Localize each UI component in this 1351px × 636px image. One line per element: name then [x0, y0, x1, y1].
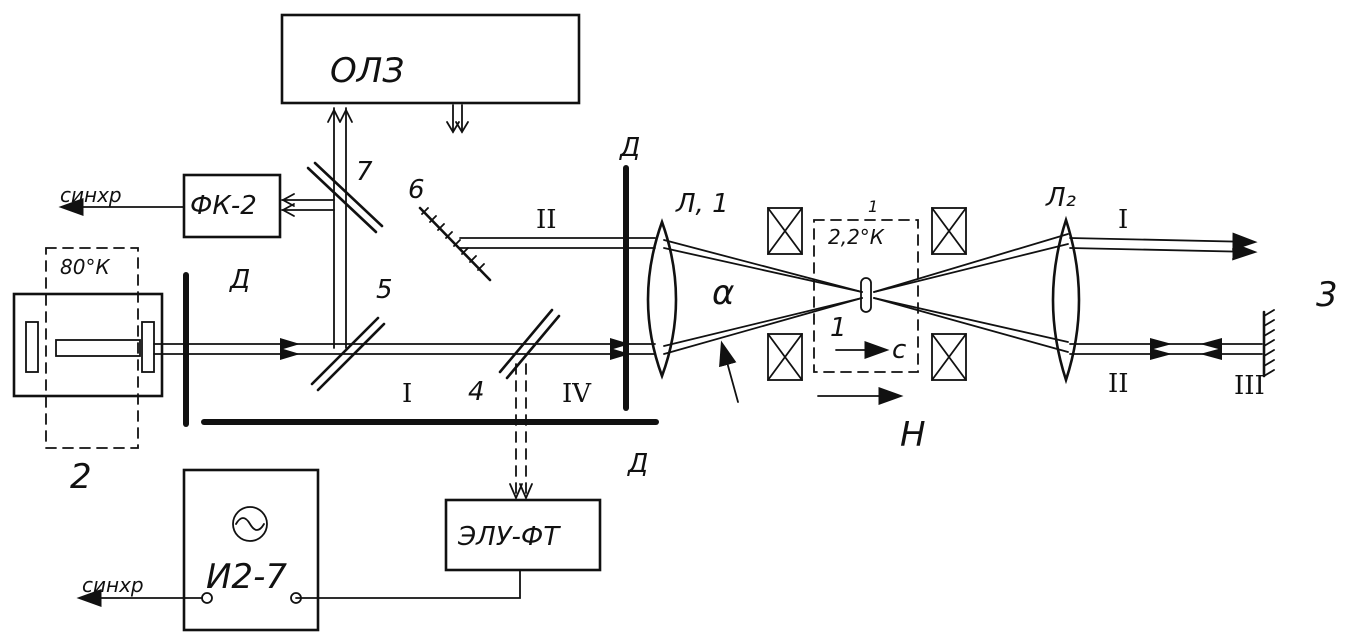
d-mid-label: Д — [619, 133, 640, 163]
beam-II-right-label: II — [1108, 369, 1129, 399]
olz-out-arrowheads — [446, 121, 469, 134]
beam-splitter-4 — [498, 308, 554, 374]
beam-I-arrow-2 — [280, 348, 300, 360]
coil-icon — [767, 207, 967, 381]
fk2-box — [182, 173, 282, 239]
d-left-label: Д — [229, 265, 250, 295]
elu-to-scope-cable — [295, 570, 521, 599]
beam-diverge-lower-2 — [873, 297, 1069, 353]
d-bottom-label: Д — [627, 449, 648, 479]
beam-splitter-4-back — [505, 314, 561, 380]
beam-one-center-label: 1 — [830, 313, 847, 343]
lens-l1 — [646, 218, 678, 380]
l2-label: Л₂ — [1045, 183, 1076, 213]
beam-converge-upper-2 — [663, 247, 863, 293]
l1-label: Л, 1 — [675, 189, 729, 219]
beam-converge-upper-1 — [663, 239, 863, 293]
alpha-label: α — [712, 273, 734, 313]
temp-80k-label: 80°К — [60, 255, 110, 279]
vertical-beam-arrowheads — [327, 107, 353, 123]
beam-out-arrow-fwd-2 — [1150, 348, 1172, 360]
beam-III-right-label: III — [1234, 371, 1265, 401]
laser-end-left — [25, 321, 39, 373]
alpha-arrow — [719, 340, 739, 403]
beam-splitter-5-back — [316, 322, 386, 392]
label-3: 3 — [1316, 275, 1338, 315]
fk2-arrowheads — [281, 193, 295, 217]
olz-label: ОЛЗ — [330, 51, 404, 91]
laser-rod — [55, 339, 141, 357]
mirror-7 — [306, 166, 378, 234]
beam-out-arrow-back-2 — [1200, 348, 1222, 360]
label-4: 4 — [468, 377, 485, 407]
beam-II-mid-label: II — [536, 205, 557, 235]
beam-I-arrow-3 — [610, 338, 630, 350]
beam-IV-arrowheads — [509, 483, 533, 501]
beam-I-arrow-1 — [280, 338, 300, 350]
scope-input-right — [290, 592, 302, 604]
elu-ft-label: ЭЛУ-ФТ — [457, 522, 561, 552]
sine-wave-trace — [235, 517, 265, 531]
sine-wave-icon — [232, 506, 268, 542]
label-5: 5 — [376, 275, 393, 305]
beam-out-arrow-fwd-1 — [1150, 338, 1172, 350]
sample — [860, 277, 872, 313]
beam-I-left-label: I — [402, 379, 412, 409]
i2-7-box — [182, 468, 320, 632]
beam-diverge-upper-1 — [873, 233, 1069, 293]
temp-22k-label: 2,2°К — [828, 225, 885, 249]
mirror-hatched-icon — [1263, 309, 1275, 377]
beam-I-arrow-4 — [610, 348, 630, 360]
label-2: 2 — [70, 457, 92, 497]
fk2-label: ФК-2 — [190, 191, 257, 221]
olz-box — [280, 13, 581, 105]
beam-out-upper-1 — [1069, 232, 1258, 251]
beam-I-right-label: I — [1118, 205, 1128, 235]
beam-out-arrow-back-1 — [1200, 338, 1222, 350]
beam-converge-lower-1 — [663, 297, 863, 347]
beam-diverge-upper-2 — [873, 243, 1069, 293]
temp-22k-top-label: 1 — [868, 197, 878, 216]
beam-IV-label: IV — [562, 379, 592, 409]
i2-7-label: И2-7 — [206, 557, 287, 597]
cryostat-80k — [45, 247, 139, 449]
label-6: 6 — [408, 175, 425, 205]
mirror-7-back — [313, 161, 384, 228]
laser-housing — [12, 292, 164, 398]
beam-diverge-lower-1 — [873, 297, 1069, 343]
beam-converge-lower-2 — [663, 297, 863, 355]
grating-icon — [421, 207, 485, 271]
beam-splitter-5 — [310, 316, 380, 386]
label-7: 7 — [356, 157, 373, 187]
cryostat-2-2k — [813, 219, 919, 373]
laser-end-right — [141, 321, 155, 373]
beam-out-upper-2 — [1069, 242, 1258, 261]
c-label: с — [892, 335, 906, 365]
sync-bottom-label: синхр — [82, 573, 144, 597]
elu-ft-box — [444, 498, 602, 572]
lens-l2 — [1051, 215, 1081, 385]
h-label: Н — [900, 415, 926, 455]
sync-top-label: синхр — [60, 183, 122, 207]
